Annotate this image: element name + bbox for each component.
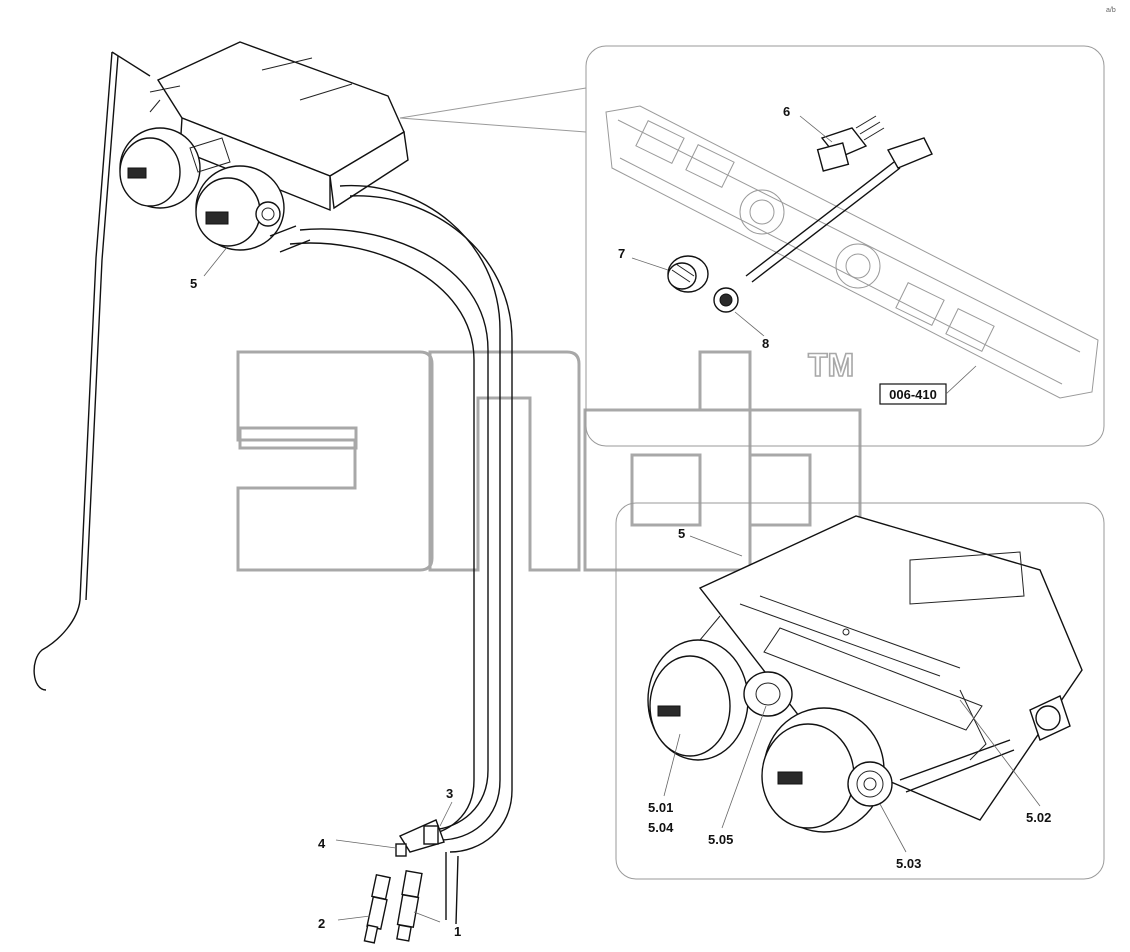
heater-assembly-main: [119, 41, 409, 277]
inset-switch-panel: [585, 45, 1105, 447]
trademark-mark: TM: [808, 347, 854, 383]
callout-5-02: 5.02: [1026, 810, 1051, 825]
callout-5-03: 5.03: [896, 856, 921, 871]
dashboard-panel-ghost: [605, 105, 1099, 399]
cable-part: [713, 137, 933, 337]
callout-2: 2: [318, 916, 325, 931]
hose-fittings: [335, 801, 453, 944]
inset-leader: [399, 87, 587, 133]
callout-3: 3: [446, 786, 453, 801]
knob-part: [631, 255, 709, 293]
callout-8: 8: [762, 336, 769, 351]
corner-mark: a/b: [1106, 7, 1116, 14]
callout-4: 4: [318, 836, 326, 851]
inset-heater-detail: [615, 502, 1105, 880]
callout-5-main: 5: [190, 276, 197, 291]
callout-7: 7: [618, 246, 625, 261]
callout-5-05: 5.05: [708, 832, 733, 847]
callout-5-04: 5.04: [648, 820, 674, 835]
callout-6: 6: [783, 104, 790, 119]
reference-label: 006-410: [889, 387, 937, 402]
switch-part: [799, 115, 885, 172]
callout-1: 1: [454, 924, 461, 939]
watermark-logo: TM: [236, 346, 862, 572]
heater-assembly-detail: [647, 515, 1083, 853]
control-cable: [33, 51, 151, 691]
reference-badge: 006-410: [879, 365, 977, 405]
heater-hoses: [269, 184, 513, 925]
callout-5-01: 5.01: [648, 800, 673, 815]
callout-5-detail: 5: [678, 526, 685, 541]
